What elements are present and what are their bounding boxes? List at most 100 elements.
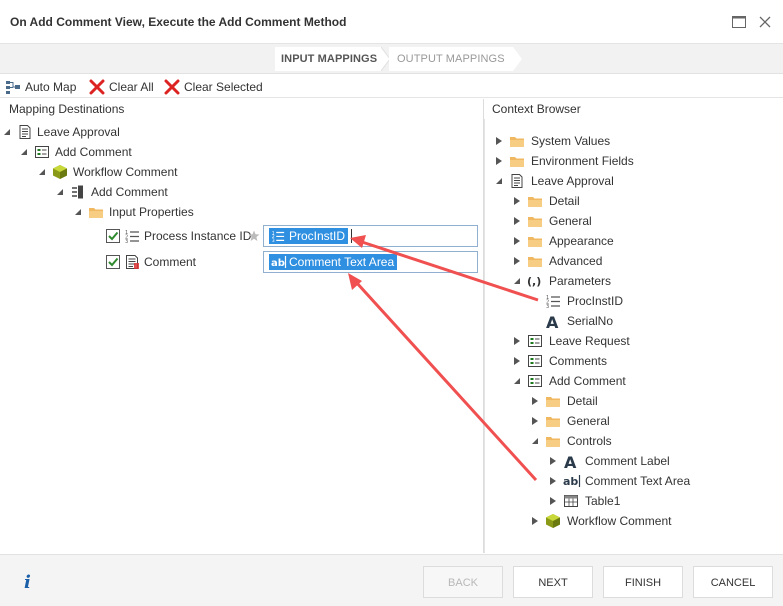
- expanded-triangle-icon[interactable]: [513, 277, 521, 285]
- mapped-value-label: ProcInstID: [289, 229, 346, 243]
- tree-node[interactable]: A Comment Label: [485, 452, 775, 470]
- comment-mapping-field[interactable]: ab Comment Text Area: [263, 251, 478, 273]
- finish-button[interactable]: FINISH: [603, 566, 683, 598]
- view-icon: [528, 375, 542, 387]
- process-instance-id-mapping-field[interactable]: 1 2 3 ProcInstID: [263, 225, 478, 247]
- collapsed-triangle-icon[interactable]: [531, 417, 539, 425]
- svg-text:A: A: [546, 313, 559, 329]
- tree-node-label: Leave Request: [549, 334, 630, 348]
- tree-node[interactable]: Leave Request: [485, 332, 775, 350]
- tree-node-label: SerialNo: [567, 314, 614, 328]
- close-icon[interactable]: [757, 14, 773, 30]
- tree-node[interactable]: ab Comment Text Area: [485, 472, 775, 490]
- tree-node[interactable]: Add Comment: [485, 372, 775, 390]
- tree-node-label: Table1: [585, 494, 621, 508]
- collapsed-triangle-icon[interactable]: [513, 197, 521, 205]
- tree-node[interactable]: Comments: [485, 352, 775, 370]
- collapsed-triangle-icon[interactable]: [495, 157, 503, 165]
- tree-node[interactable]: Appearance: [485, 232, 775, 250]
- cancel-button[interactable]: CANCEL: [693, 566, 773, 598]
- back-button[interactable]: BACK: [423, 566, 503, 598]
- next-button[interactable]: NEXT: [513, 566, 593, 598]
- expanded-triangle-icon[interactable]: [495, 177, 503, 185]
- form-icon: [511, 174, 523, 188]
- tree-node[interactable]: A SerialNo: [485, 312, 775, 330]
- expanded-triangle-icon[interactable]: [3, 128, 11, 136]
- tab-output-mappings[interactable]: OUTPUT MAPPINGS: [389, 47, 513, 71]
- svg-text:2: 2: [546, 300, 549, 306]
- tree-node-label: Comment: [144, 255, 197, 269]
- folder-icon: [528, 237, 542, 247]
- tree-node-label: Environment Fields: [531, 154, 634, 168]
- tree-node-label: Add Comment: [549, 374, 626, 388]
- expanded-triangle-icon[interactable]: [56, 188, 64, 196]
- svg-text:i: i: [24, 572, 31, 592]
- view-icon: [528, 355, 542, 367]
- collapsed-triangle-icon[interactable]: [513, 217, 521, 225]
- expanded-triangle-icon[interactable]: [531, 437, 539, 445]
- tree-node-label: Comment Label: [585, 454, 670, 468]
- auto-map-button[interactable]: Auto Map: [5, 79, 80, 95]
- expanded-triangle-icon[interactable]: [38, 168, 46, 176]
- workflow-box-icon: [53, 165, 67, 179]
- tree-node[interactable]: Leave Approval: [485, 172, 775, 190]
- collapsed-triangle-icon[interactable]: [513, 337, 521, 345]
- tree-node[interactable]: Controls: [485, 432, 775, 450]
- svg-text:1: 1: [125, 230, 128, 236]
- tree-node[interactable]: General: [485, 412, 775, 430]
- collapsed-triangle-icon[interactable]: [531, 397, 539, 405]
- expanded-triangle-icon[interactable]: [513, 377, 521, 385]
- maximize-icon[interactable]: [731, 14, 747, 30]
- number-list-icon: 1 2 3: [125, 230, 139, 244]
- collapsed-triangle-icon[interactable]: [513, 357, 521, 365]
- tree-node[interactable]: System Values: [485, 132, 775, 150]
- expanded-triangle-icon[interactable]: [74, 208, 82, 216]
- tab-chevron-icon: [513, 47, 522, 71]
- dialog-title-bar: On Add Comment View, Execute the Add Com…: [0, 0, 783, 44]
- tree-node[interactable]: 1 2 3 Process Instance ID: [0, 227, 262, 245]
- tab-input-mappings[interactable]: INPUT MAPPINGS: [275, 47, 381, 71]
- tree-node[interactable]: Advanced: [485, 252, 775, 270]
- tree-node[interactable]: General: [485, 212, 775, 230]
- tree-node-label: Advanced: [549, 254, 603, 268]
- collapsed-triangle-icon[interactable]: [549, 457, 557, 465]
- tree-node[interactable]: Workflow Comment: [0, 163, 200, 181]
- info-icon[interactable]: i: [24, 572, 34, 592]
- tree-node[interactable]: Workflow Comment: [485, 512, 775, 530]
- mapped-value-chip[interactable]: 1 2 3 ProcInstID: [269, 228, 349, 244]
- checkbox-checked-icon[interactable]: [105, 228, 121, 244]
- clear-selected-button[interactable]: Clear Selected: [164, 79, 263, 95]
- tree-node[interactable]: Leave Approval: [0, 123, 200, 141]
- mapped-value-chip[interactable]: ab Comment Text Area: [269, 254, 398, 270]
- tree-node[interactable]: Table1: [485, 492, 775, 510]
- textarea-icon: ab: [563, 475, 581, 488]
- expanded-triangle-icon[interactable]: [20, 148, 28, 156]
- tree-node-label: Workflow Comment: [73, 165, 178, 179]
- tree-node-label: Comment Text Area: [585, 474, 691, 488]
- clear-selected-label: Clear Selected: [184, 80, 263, 94]
- checkbox-checked-icon[interactable]: [105, 254, 121, 270]
- tree-node[interactable]: Detail: [485, 392, 775, 410]
- collapsed-triangle-icon[interactable]: [549, 477, 557, 485]
- clear-all-button[interactable]: Clear All: [89, 79, 154, 95]
- text-a-icon: A: [564, 453, 577, 469]
- tree-node[interactable]: (,) Parameters: [485, 272, 775, 290]
- tree-node[interactable]: Add Comment: [0, 143, 200, 161]
- folder-icon: [510, 157, 524, 167]
- tree-node-label: Process Instance ID: [144, 229, 252, 243]
- required-star-icon: [248, 230, 260, 241]
- tree-node[interactable]: Environment Fields: [485, 152, 775, 170]
- tree-node[interactable]: 1 2 3 ProcInstID: [485, 292, 775, 310]
- folder-icon: [546, 437, 560, 447]
- collapsed-triangle-icon[interactable]: [531, 517, 539, 525]
- tree-node[interactable]: Add Comment: [0, 183, 200, 201]
- tree-node[interactable]: Comment: [0, 253, 262, 271]
- view-icon: [528, 335, 542, 347]
- collapsed-triangle-icon[interactable]: [495, 137, 503, 145]
- collapsed-triangle-icon[interactable]: [513, 237, 521, 245]
- collapsed-triangle-icon[interactable]: [513, 257, 521, 265]
- collapsed-triangle-icon[interactable]: [549, 497, 557, 505]
- red-x-icon: [89, 79, 105, 95]
- tree-node[interactable]: Input Properties: [0, 203, 220, 221]
- tree-node[interactable]: Detail: [485, 192, 775, 210]
